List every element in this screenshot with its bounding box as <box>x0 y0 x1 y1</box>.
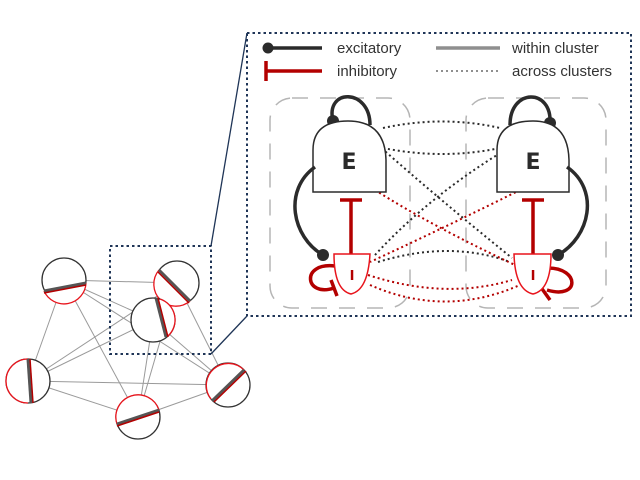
legend-label-across-clusters: across clusters <box>512 63 612 80</box>
legend-label-excitatory: excitatory <box>337 40 402 57</box>
legend-across-clusters: across clusters <box>436 63 612 80</box>
excitatory-label-left: E <box>341 150 356 175</box>
excitatory-to-inhibitory <box>293 165 324 257</box>
excitatory-self-loop <box>508 95 552 126</box>
cluster-node <box>205 362 251 408</box>
excitatory-to-inhibitory <box>557 165 590 257</box>
excitatory-synapse-icon <box>262 42 274 54</box>
cluster-box-right <box>465 97 607 309</box>
across-cluster-connections <box>367 120 521 303</box>
legend-excitatory: excitatory <box>262 40 402 57</box>
cluster-network <box>5 32 251 440</box>
legend-label-within-cluster: within cluster <box>511 40 599 57</box>
legend-inhibitory: inhibitory <box>264 61 398 81</box>
cluster-node <box>41 257 87 305</box>
inhibitory-self-loop <box>308 264 336 292</box>
inhibitory-self-loop <box>546 266 574 294</box>
zoom-connector-bottom <box>210 315 248 355</box>
cluster-node <box>153 260 200 307</box>
inhibitory-population-right <box>513 253 552 295</box>
zoom-selection-box <box>109 245 212 355</box>
zoom-connector-top <box>210 32 248 247</box>
zoom-inset: excitatory inhibitory within cluster acr… <box>246 32 632 317</box>
cluster-box-left <box>269 97 411 309</box>
excitatory-label-right: E <box>525 150 540 175</box>
inhibitory-label-left: I <box>350 269 355 284</box>
cluster-node <box>115 394 161 440</box>
legend-within-cluster: within cluster <box>436 40 599 57</box>
cluster-right: E I <box>496 95 590 302</box>
legend-label-inhibitory: inhibitory <box>337 63 398 80</box>
cluster-left: E I <box>293 95 387 297</box>
inhibitory-population-left <box>333 253 371 295</box>
excitatory-population-right <box>496 120 570 193</box>
cluster-node <box>130 297 176 343</box>
cluster-node <box>5 358 51 404</box>
inhibitory-label-right: I <box>531 269 536 284</box>
excitatory-population-left <box>312 120 387 193</box>
excitatory-self-loop <box>330 95 372 126</box>
legend: excitatory inhibitory within cluster acr… <box>262 40 612 81</box>
